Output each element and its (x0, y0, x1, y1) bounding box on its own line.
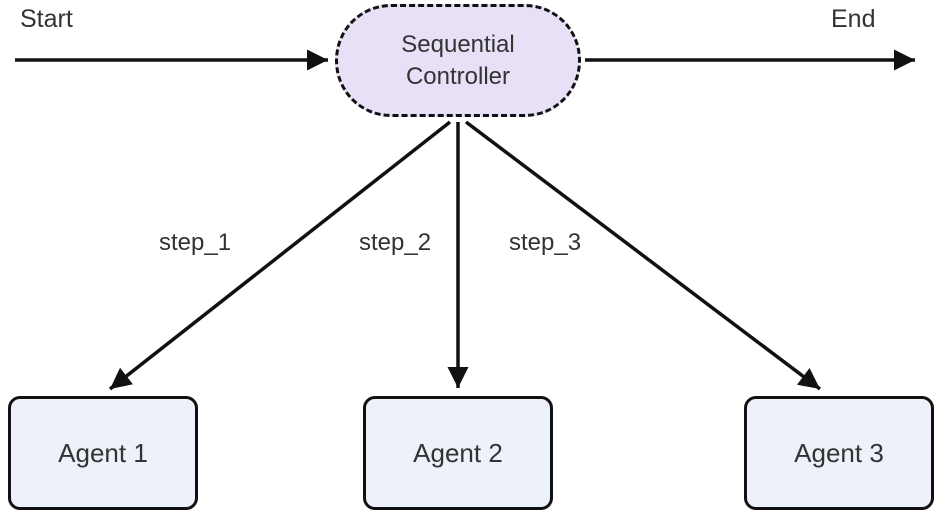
agent-2-node: Agent 2 (363, 396, 553, 510)
agent-1-node: Agent 1 (8, 396, 198, 510)
edge-label-step-2: step_2 (356, 229, 435, 257)
start-label: Start (20, 5, 73, 33)
controller-node: Sequential Controller (335, 4, 581, 117)
edge-controller-to-agent-3 (464, 120, 822, 391)
agent-1-label: Agent 1 (58, 437, 148, 468)
edge-label-step-3: step_3 (506, 229, 585, 257)
agent-3-node: Agent 3 (744, 396, 934, 510)
end-label: End (831, 5, 876, 33)
edge-label-step-1: step_1 (156, 229, 235, 257)
controller-label: Sequential Controller (401, 30, 515, 90)
agent-3-label: Agent 3 (794, 437, 884, 468)
edge-controller-to-agent-1 (108, 120, 452, 391)
agent-2-label: Agent 2 (413, 437, 503, 468)
